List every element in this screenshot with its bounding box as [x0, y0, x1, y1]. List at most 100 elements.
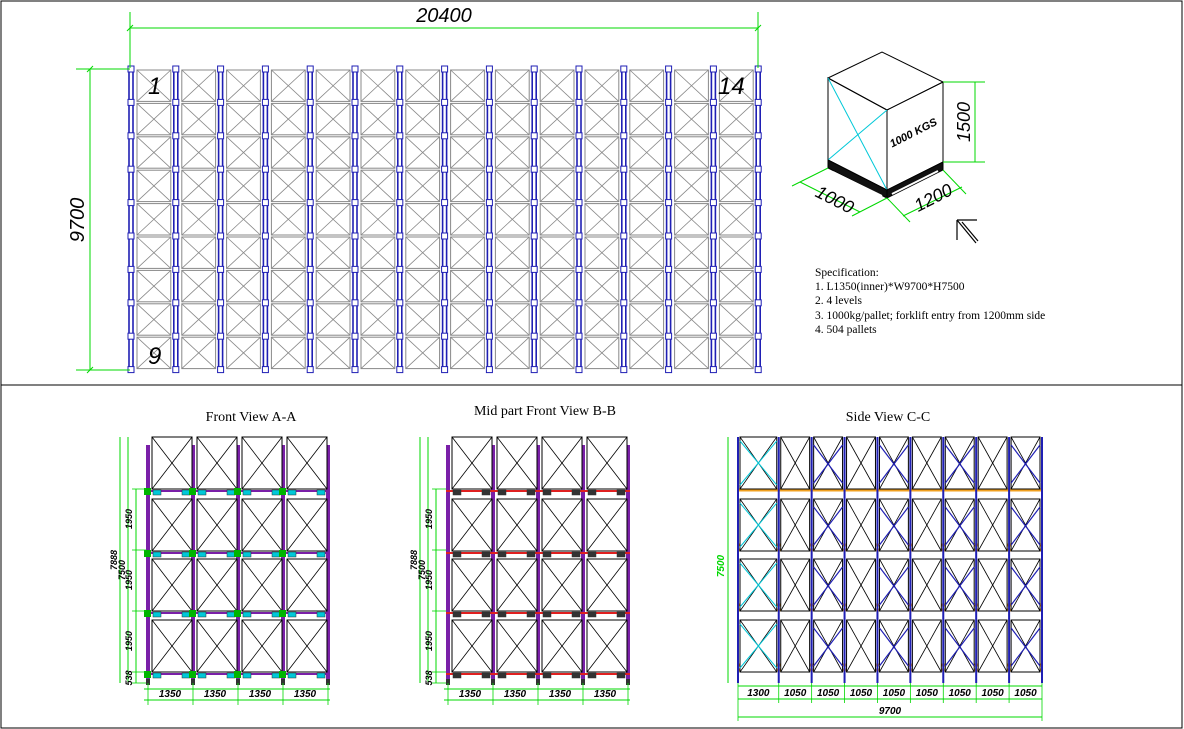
plan-upright-post: [396, 65, 404, 73]
plan-upright-post: [306, 366, 314, 374]
arm-support: [234, 610, 241, 617]
plan-upright-post: [351, 232, 359, 240]
plan-upright-line: [173, 68, 179, 371]
plan-upright-post: [261, 98, 269, 106]
plan-upright-post: [306, 98, 314, 106]
side-brace: [944, 506, 975, 546]
plan-pallet-cell-diag: [226, 336, 261, 369]
rail-bracket: [242, 551, 252, 558]
plan-upright-line: [665, 68, 672, 371]
plan-upright-post: [754, 332, 762, 340]
plan-upright-post: [172, 366, 180, 374]
pallet-load-label: 1000 KGS: [888, 116, 940, 150]
arm-support: [189, 550, 196, 557]
pallet-box-diag: [151, 436, 193, 490]
plan-upright-post: [485, 366, 493, 374]
plan-pallet-cell-diag: [360, 203, 396, 236]
side-pallet-box-diag: [846, 619, 876, 673]
rail-bracket: [226, 489, 236, 496]
plan-upright-post: [530, 199, 538, 207]
plan-pallet-cell-diag: [226, 270, 261, 303]
level-dim-text: 538: [424, 670, 434, 685]
plan-pallet-cell-diag: [360, 136, 396, 169]
plan-upright-post: [709, 332, 717, 340]
plan-pallet-cell-diag: [271, 69, 306, 102]
rail-bracket: [287, 551, 297, 558]
plan-upright-post: [396, 232, 404, 240]
plan-pallet-cell-diag: [315, 270, 351, 303]
plan-upright-post: [665, 265, 673, 273]
plan-pallet-cell-diag: [584, 303, 620, 336]
plan-upright-post: [665, 165, 673, 173]
rail-bracket: [242, 489, 252, 496]
side-brace: [813, 444, 844, 484]
rail-bracket: [452, 611, 462, 618]
plan-upright-post: [441, 332, 449, 340]
side-pallet-box-diag: [944, 558, 975, 612]
specification-item-2: 2. 4 levels: [815, 295, 862, 308]
plan-upright-post: [709, 65, 717, 73]
plan-upright-line: [531, 68, 538, 371]
plan-pallet-cell-diag: [181, 236, 216, 269]
plan-upright-post: [261, 366, 269, 374]
overall-dim-text: 7500: [417, 560, 427, 580]
plan-pallet-cell-diag: [405, 203, 440, 236]
plan-upright-post: [351, 98, 359, 106]
pallet-box-diag: [451, 619, 493, 673]
plan-upright-post: [575, 98, 583, 106]
plan-pallet-cell-diag: [629, 270, 664, 303]
upright: [191, 445, 195, 683]
plan-upright-post: [441, 165, 449, 173]
plan-upright-post: [530, 299, 538, 307]
plan-pallet-cell-diag: [315, 103, 351, 136]
plan-pallet-cell-diag: [719, 136, 754, 169]
rail-bracket: [616, 551, 626, 558]
plan-upright-post: [127, 332, 135, 340]
plan-pallet-cell-diag: [629, 336, 664, 369]
pallet-box-diag: [496, 498, 538, 552]
plan-upright-post: [351, 299, 359, 307]
plan-upright-post: [396, 132, 404, 140]
plan-pallet-cell-diag: [495, 69, 530, 102]
upright-foot: [146, 679, 150, 685]
plan-upright-post: [217, 65, 225, 73]
plan-upright-post: [620, 299, 628, 307]
side-bay-dim-text: 1050: [949, 688, 972, 699]
plan-pallet-cell-diag: [629, 103, 664, 136]
plan-upright-post: [754, 366, 762, 374]
rail-bracket: [616, 489, 626, 496]
pallet-box-diag: [286, 436, 328, 490]
plan-upright-post: [217, 299, 225, 307]
plan-pallet-cell-diag: [181, 169, 216, 202]
plan-upright-post: [620, 265, 628, 273]
rail-bracket: [226, 672, 236, 679]
side-pallet-box-diag: [977, 436, 1008, 490]
bay-dim-text: 1350: [594, 689, 617, 700]
rail-bracket: [526, 611, 536, 618]
plan-depth-dimension: [76, 65, 130, 374]
side-bay-dim-text: 1050: [883, 688, 906, 699]
plan-pallet-cell-diag: [450, 169, 485, 202]
plan-pallet-cell-diag: [360, 270, 396, 303]
plan-pallet-cell-diag: [450, 270, 485, 303]
plan-upright-post: [396, 332, 404, 340]
plan-pallet-cell-diag: [271, 236, 306, 269]
side-pallet-box-diag: [1010, 498, 1041, 552]
plan-upright-post: [575, 199, 583, 207]
bay-dim-text: 1350: [294, 689, 317, 700]
plan-upright-line: [486, 68, 493, 371]
plan-width-dimension: [126, 12, 762, 68]
side-brace: [878, 566, 909, 606]
rail-bracket: [571, 611, 581, 618]
side-pallet-box-diag: [780, 436, 810, 490]
plan-upright-post: [127, 232, 135, 240]
pallet-height-dim: 1500: [954, 102, 974, 142]
plan-upright-post: [620, 232, 628, 240]
plan-upright-post: [485, 265, 493, 273]
pallet-box-diag: [496, 619, 538, 673]
plan-upright-post: [351, 165, 359, 173]
plan-upright-line: [620, 68, 627, 371]
plan-pallet-cell-diag: [315, 69, 351, 102]
plan-upright-post: [306, 132, 314, 140]
plan-pallet-cell-diag: [315, 169, 351, 202]
